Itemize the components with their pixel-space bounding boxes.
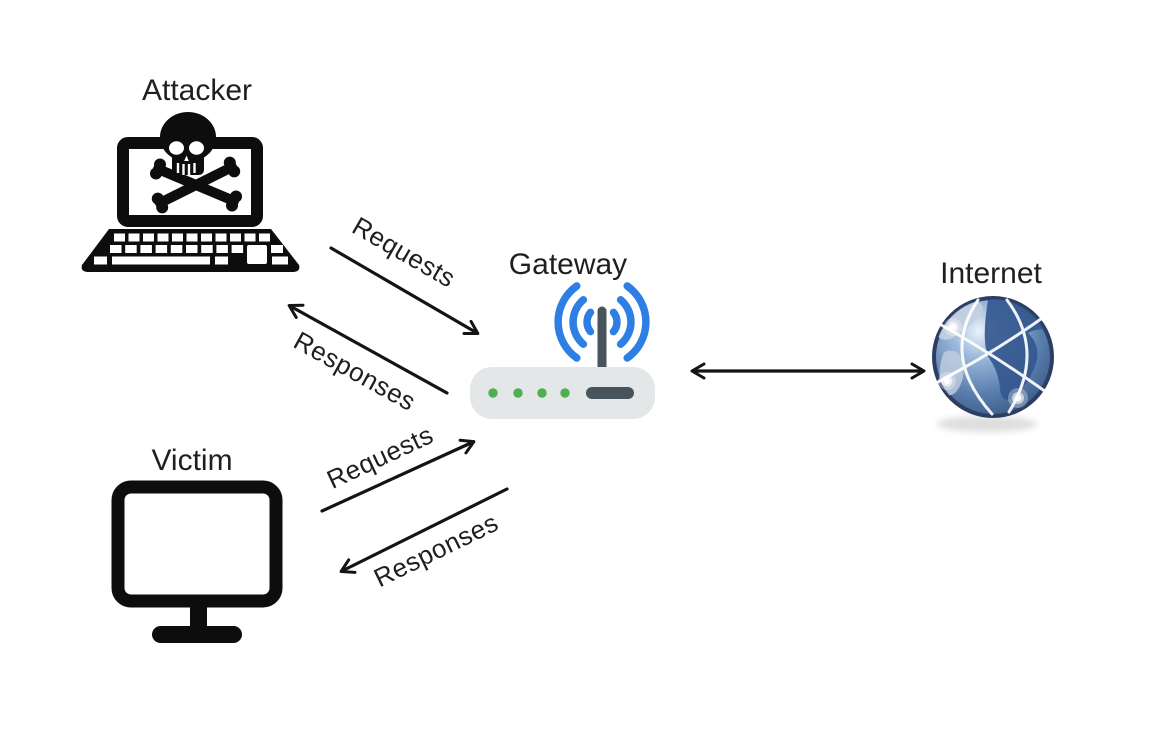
attacker-laptop-skull-icon bbox=[81, 112, 300, 272]
skull-crossbones-icon bbox=[150, 112, 242, 214]
router-port-bar bbox=[586, 387, 634, 399]
arrow-victim-requests bbox=[320, 438, 476, 513]
victim-monitor-icon bbox=[111, 480, 283, 643]
gateway-router-icon bbox=[470, 282, 655, 419]
globe-network-nodes bbox=[938, 318, 1028, 408]
diagram-arrows bbox=[287, 246, 926, 574]
arrow-attacker-responses bbox=[287, 303, 449, 395]
globe-shadow bbox=[937, 416, 1037, 432]
gateway-label: Gateway bbox=[508, 248, 628, 281]
arrow-victim-responses bbox=[339, 487, 509, 574]
victim-label: Victim bbox=[151, 444, 233, 477]
router-led-lights bbox=[488, 388, 570, 398]
arrow-attacker-requests bbox=[329, 246, 480, 336]
wifi-signal-icon bbox=[554, 282, 650, 362]
attacker-label: Attacker bbox=[141, 74, 253, 107]
internet-globe-icon bbox=[932, 296, 1054, 432]
keyboard-keys bbox=[94, 233, 288, 265]
internet-label: Internet bbox=[940, 257, 1042, 290]
